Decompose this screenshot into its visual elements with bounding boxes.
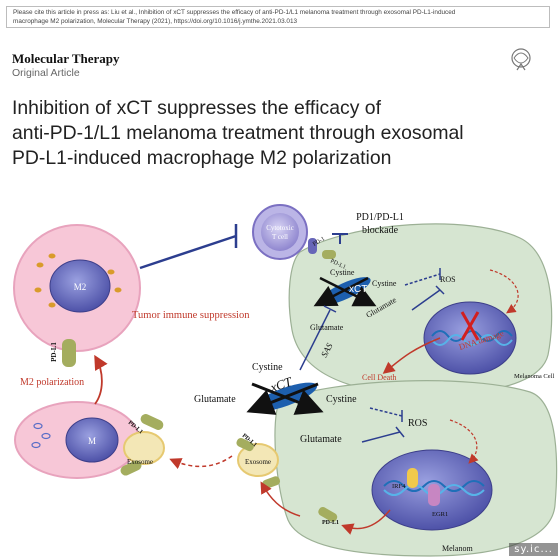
title-line-3: PD-L1-induced macrophage M2 polarization <box>12 147 392 169</box>
m2-macrophage <box>13 224 141 367</box>
pdl1-receptor <box>62 339 76 367</box>
m2-polarization-label: M2 polarization <box>20 377 84 388</box>
glutamate-label-3: Glutamate <box>194 394 236 405</box>
t-cell-label-2: T cell <box>272 233 288 241</box>
melanoma-cell-label: Melanoma Cell <box>514 373 554 380</box>
m2-label: M2 <box>74 282 87 292</box>
graphical-abstract: M2 M PD-L1 M2 polarization Tumor immune … <box>13 204 558 557</box>
citation-box: Please cite this article in press as: Li… <box>6 6 550 28</box>
irf4-protein <box>407 468 418 488</box>
glutamate-label-1: Glutamate <box>310 323 344 332</box>
pdl1-label-lower-cell: PD-L1 <box>322 520 339 526</box>
cystine-label-2: Cystine <box>372 279 397 288</box>
ros-label-upper: ROS <box>440 275 456 284</box>
pdl1-label-m2: PD-L1 <box>50 342 58 362</box>
egr1-protein <box>428 484 440 506</box>
melanoma-cell-lower <box>274 380 558 557</box>
citation-line-1: Please cite this article in press as: Li… <box>13 9 456 16</box>
exosome-label-tumor: Exosome <box>245 458 271 466</box>
m-macrophage <box>14 401 165 479</box>
glutamate-label-4: Glutamate <box>300 434 342 445</box>
tcell-inhibition-arrow <box>139 234 237 270</box>
xct-label-upper: xCT <box>349 284 367 295</box>
watermark: sy.ic... <box>509 543 558 556</box>
article-type: Original Article <box>12 67 80 79</box>
exosome-vesicle <box>123 431 165 465</box>
exosome-label-m: Exosome <box>127 458 153 466</box>
title-line-1: Inhibition of xCT suppresses the efficac… <box>12 97 381 119</box>
xct-label-lower: xCT <box>267 374 294 396</box>
t-cell-label-1: Cytotoxic <box>266 224 294 232</box>
irf4-label: IRF4 <box>392 483 406 490</box>
ros-label-lower: ROS <box>408 418 427 429</box>
m2-polarization-arrow <box>94 354 108 405</box>
cystine-label-4: Cystine <box>326 394 357 405</box>
blockade-label-1: PD1/PD-L1 <box>356 212 404 223</box>
egr1-label: EGR1 <box>432 511 448 518</box>
xct-transporter-lower <box>246 382 324 415</box>
journal-name: Molecular Therapy <box>12 51 120 66</box>
cytotoxic-t-cell <box>252 204 336 260</box>
m-label: M <box>88 436 96 446</box>
citation-line-2: macrophage M2 polarization, Molecular Th… <box>13 17 298 25</box>
asgct-logo-icon <box>511 48 531 71</box>
pd1-label: PD-1 <box>312 236 326 248</box>
tumor-immune-suppression-label: Tumor immune suppression <box>132 310 250 321</box>
article-title: Inhibition of xCT suppresses the efficac… <box>12 96 552 171</box>
cell-death-label: Cell Death <box>362 373 396 382</box>
exosome-tumor <box>236 437 338 522</box>
xct-transporter-upper <box>313 276 377 307</box>
melanoma-label-lower: Melanom <box>442 544 473 553</box>
cystine-label-1: Cystine <box>330 268 355 277</box>
blockade-label-2: blockade <box>362 225 399 236</box>
sas-arrow <box>299 309 331 371</box>
cystine-label-3: Cystine <box>252 362 283 373</box>
title-line-2: anti-PD-1/L1 melanoma treatment through … <box>12 122 464 144</box>
melanoma-cell-upper <box>288 223 553 396</box>
